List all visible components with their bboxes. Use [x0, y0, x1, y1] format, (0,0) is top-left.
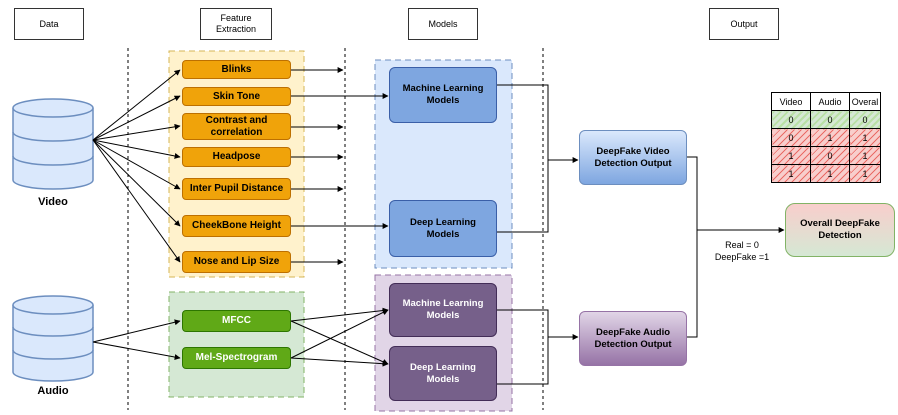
- feature-cheekbone-height: CheekBone Height: [182, 215, 291, 237]
- video-ml-models: Machine Learning Models: [389, 67, 497, 123]
- feature-arrows: [290, 67, 389, 367]
- video-source-arrows: [92, 69, 181, 263]
- audio-source-arrows: [92, 319, 181, 360]
- col-video: Video: [771, 92, 811, 111]
- col-overall: Overal: [849, 92, 881, 111]
- video-dl-models: Deep Learning Models: [389, 200, 497, 257]
- feature-skin-tone: Skin Tone: [182, 87, 291, 106]
- header-output: Output: [709, 8, 779, 40]
- feature-mfcc: MFCC: [182, 310, 291, 332]
- audio-feature-group: [168, 291, 305, 398]
- video-source-label: Video: [38, 196, 68, 208]
- video-database-icon: [12, 98, 94, 190]
- table-cell: 1: [849, 164, 881, 183]
- table-cell: 1: [849, 146, 881, 165]
- table-cell: 1: [810, 164, 850, 183]
- table-cell: 0: [810, 146, 850, 165]
- table-cell: 0: [849, 110, 881, 129]
- feature-inter-pupil-distance: Inter Pupil Distance: [182, 178, 291, 200]
- legend-deepfake: DeepFake =1: [714, 252, 770, 262]
- table-row: 1 0 1: [771, 146, 881, 165]
- overall-detection-output: Overall DeepFake Detection: [785, 203, 895, 257]
- header-models: Models: [408, 8, 478, 40]
- legend-real: Real = 0: [725, 240, 759, 250]
- table-cell: 1: [771, 164, 811, 183]
- truth-table: Video Audio Overal 0 0 0 0 1 1 1 0 1 1 1…: [771, 92, 881, 183]
- header-feature-extraction: Feature Extraction: [200, 8, 272, 40]
- table-row: 0 1 1: [771, 128, 881, 147]
- col-audio: Audio: [810, 92, 850, 111]
- feature-nose-lip-size: Nose and Lip Size: [182, 251, 291, 273]
- table-row: 0 0 0: [771, 110, 881, 129]
- feature-mel-spectrogram: Mel-Spectrogram: [182, 347, 291, 369]
- audio-source-label: Audio: [37, 385, 69, 397]
- table-cell: 0: [810, 110, 850, 129]
- table-cell: 0: [771, 128, 811, 147]
- table-row: 1 1 1: [771, 164, 881, 183]
- header-data: Data: [14, 8, 84, 40]
- model-output-arrows: [497, 84, 785, 385]
- feature-contrast-correlation: Contrast and correlation: [182, 113, 291, 140]
- column-separators: [127, 48, 544, 410]
- audio-ml-models: Machine Learning Models: [389, 283, 497, 337]
- table-cell: 1: [810, 128, 850, 147]
- table-cell: 1: [849, 128, 881, 147]
- audio-dl-models: Deep Learning Models: [389, 346, 497, 401]
- feature-headpose: Headpose: [182, 147, 291, 167]
- video-detection-output: DeepFake Video Detection Output: [579, 130, 687, 185]
- audio-detection-output: DeepFake Audio Detection Output: [579, 311, 687, 366]
- table-cell: 1: [771, 146, 811, 165]
- audio-database-icon: [12, 295, 94, 382]
- truth-table-header: Video Audio Overal: [771, 92, 881, 111]
- table-cell: 0: [771, 110, 811, 129]
- feature-blinks: Blinks: [182, 60, 291, 79]
